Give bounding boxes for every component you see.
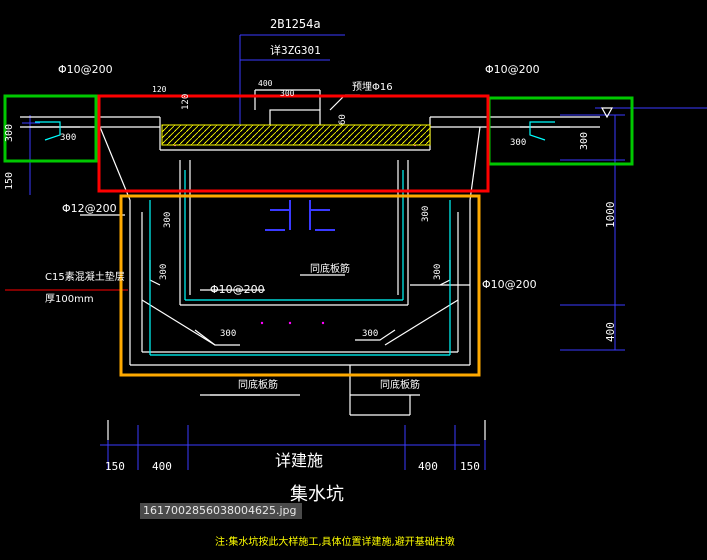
bar-mid-text: Φ10@200 [210,283,265,296]
dim-150-left: 150 [4,172,15,190]
same-bottom-l-text: 同底板筋 [238,378,278,391]
dim-400-right: 400 [604,322,617,342]
red-highlight-box [97,94,490,193]
dim-300-left-hook: 300 [60,133,76,143]
bot-150-l: 150 [105,460,125,473]
dim-300-bot-r: 300 [362,329,378,339]
c15-text: C15素混凝土垫层 [45,270,125,283]
dim-300-inner-l: 300 [159,264,169,280]
dim-300-top: 300 [280,89,295,98]
rebar-top-text: 预埋Φ16 [352,81,393,93]
dim-300-wall-l: 300 [163,212,173,228]
title-text: 集水坑 [290,484,344,505]
bar-tr-text: Φ10@200 [485,63,540,76]
dim-60: 60 [338,114,348,125]
dim-300-bot-l: 300 [220,329,236,339]
bar-marks [173,143,417,325]
thick-text: 厚100mm [45,293,94,305]
dimension-lines [22,34,707,470]
dim-300-right-vert: 300 [579,132,590,150]
dim-300-wall-r: 300 [421,206,431,222]
see-arch-text: 详建施 [275,451,323,470]
filename-tooltip: 1617002856038004625.jpg [140,503,302,519]
dim-120b: 120 [181,94,191,110]
dim-300-right-hook: 300 [510,138,526,148]
top-ref-text: 2B1254a [270,17,321,31]
dim-300-inner-r: 300 [433,264,443,280]
dim-1000: 1000 [604,202,617,229]
bot-150-r: 150 [460,460,480,473]
dim-120a: 120 [152,85,167,94]
concrete-slab-hatch [161,124,431,146]
bar-tl-text: Φ10@200 [58,63,113,76]
bar-left-wall-text: Φ12@200 [62,202,117,215]
dim-300-left-vert: 300 [4,124,15,142]
top-ref2-text: 详3ZG301 [270,43,321,57]
bot-400-l: 400 [152,460,172,473]
dim-400: 400 [258,79,273,88]
bar-right-text: Φ10@200 [482,278,537,291]
rebar-lines [35,121,555,356]
same-bottom-mid-text: 同底板筋 [310,262,350,275]
center-pit-symbol [265,200,335,231]
green-highlight-box-left [3,94,98,163]
bot-400-r: 400 [418,460,438,473]
orange-highlight-box [119,194,481,377]
pit-structure-outline [20,89,614,440]
note-text: 注:集水坑按此大样施工,具体位置详建施,避开基础柱墩 [215,535,455,548]
same-bottom-r-text: 同底板筋 [380,378,420,391]
